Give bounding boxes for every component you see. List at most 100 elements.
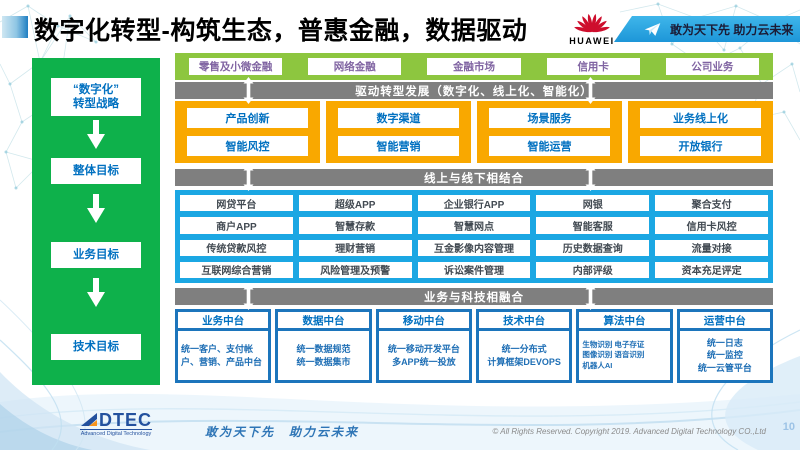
sidebar-item-strategy: “数字化” 转型战略 xyxy=(51,78,141,116)
up-down-arrow-icon xyxy=(585,283,596,310)
platform-body: 统一移动开发平台 多APP统一投放 xyxy=(378,331,469,380)
platform-body-line: 统一客户、支付帐户、营销、产品中台 xyxy=(181,344,263,367)
page-number: 10 xyxy=(782,421,795,433)
business-line-box: 公司业务 xyxy=(665,58,759,75)
application-box: 智慧存款 xyxy=(298,217,412,234)
huawei-logo: HUAWEI xyxy=(564,3,620,46)
platform-body: 统一分布式 计算框架DEVOPS xyxy=(479,331,570,380)
platform-column-mobile: 移动中台 统一移动开发平台 多APP统一投放 xyxy=(375,309,472,383)
capability-box: 智能营销 xyxy=(338,136,459,156)
platform-title: 数据中台 xyxy=(278,312,369,328)
business-line-box: 信用卡 xyxy=(546,58,640,75)
application-box: 网银 xyxy=(536,195,650,212)
banner-slogan: 敢为天下先 助力云未来 xyxy=(670,22,794,37)
capability-box: 数字渠道 xyxy=(338,108,459,128)
capability-column: 产品创新 智能风控 xyxy=(175,101,320,163)
platform-title: 运营中台 xyxy=(679,312,770,328)
diagram-main: 零售及小微金融 网络金融 金融市场 信用卡 公司业务 驱动转型发展（数字化、线上… xyxy=(175,53,773,383)
capability-box: 业务线上化 xyxy=(640,108,761,128)
paper-plane-icon xyxy=(644,22,661,36)
capability-box: 智能风控 xyxy=(187,136,308,156)
platform-body-line: 统一日志 xyxy=(706,338,743,349)
application-box: 内部评级 xyxy=(536,261,650,278)
application-box: 流量对接 xyxy=(655,239,768,256)
sidebar-item-business-goal: 业务目标 xyxy=(51,242,141,268)
platform-body-line: 统一数据规范 xyxy=(296,344,351,355)
dtec-logo: DTEC Advanced Digital Technology xyxy=(80,410,152,437)
capability-box: 产品创新 xyxy=(187,108,308,128)
bar-drive-transformation: 驱动转型发展（数字化、线上化、智能化） xyxy=(175,77,773,104)
bar-label: 业务与科技相融合 xyxy=(424,291,524,304)
capability-column: 场景服务 智能运营 xyxy=(477,101,622,163)
huawei-wordmark: HUAWEI xyxy=(569,36,615,46)
application-box: 风险管理及预警 xyxy=(298,261,412,278)
platform-body-line: 统一监控 xyxy=(706,350,743,361)
application-box: 商户APP xyxy=(180,217,293,234)
application-box: 企业银行APP xyxy=(417,195,531,212)
up-down-arrow-icon xyxy=(243,77,254,104)
application-box: 传统贷款风控 xyxy=(180,239,293,256)
capability-box: 开放银行 xyxy=(640,136,761,156)
application-box: 理财营销 xyxy=(298,239,412,256)
up-down-arrow-icon xyxy=(243,283,254,310)
platform-body-line: 统一数据集市 xyxy=(296,356,351,367)
platform-body-line: 统一移动开发平台 xyxy=(387,344,460,355)
strategy-sidebar: “数字化” 转型战略 整体目标 业务目标 技术目标 xyxy=(32,58,160,385)
sidebar-item-tech-goal: 技术目标 xyxy=(51,334,141,360)
application-box: 诉讼案件管理 xyxy=(417,261,531,278)
platform-column-algorithm: 算法中台 生物识别 电子存证 图像识别 语音识别 机器人AI xyxy=(576,309,673,383)
down-arrow-icon xyxy=(87,120,105,149)
capability-box: 智能运营 xyxy=(489,136,610,156)
up-down-arrow-icon xyxy=(585,164,596,191)
down-arrow-icon xyxy=(87,194,105,223)
sidebar-item-strategy-line2: 转型战略 xyxy=(73,98,119,110)
application-box: 超级APP xyxy=(298,195,412,212)
business-line-box: 网络金融 xyxy=(308,58,402,75)
sidebar-item-label: 整体目标 xyxy=(73,165,119,177)
platform-title: 移动中台 xyxy=(378,312,469,328)
dtec-wordmark: DTEC xyxy=(99,410,152,430)
down-arrow-icon xyxy=(87,278,105,307)
bar-business-tech: 业务与科技相融合 xyxy=(175,283,773,310)
platform-title: 业务中台 xyxy=(178,312,269,328)
up-down-arrow-icon xyxy=(243,164,254,191)
platform-title: 算法中台 xyxy=(579,312,670,328)
platform-body: 统一客户、支付帐户、营销、产品中台 xyxy=(178,331,269,380)
business-line-box: 零售及小微金融 xyxy=(189,58,283,75)
up-down-arrow-icon xyxy=(585,77,596,104)
title-decoration xyxy=(2,16,28,38)
dtec-subtext: Advanced Digital Technology xyxy=(80,429,152,437)
platform-body-line: 图像识别 语音识别 xyxy=(582,350,645,360)
business-line-box: 金融市场 xyxy=(427,58,521,75)
sidebar-item-overall-goal: 整体目标 xyxy=(51,158,141,184)
application-box: 互金影像内容管理 xyxy=(417,239,531,256)
bar-label: 线上与线下相结合 xyxy=(424,172,524,185)
middle-platform-band: 业务中台 统一客户、支付帐户、营销、产品中台 数据中台 统一数据规范 统一数据集… xyxy=(175,309,773,383)
platform-body: 统一日志 统一监控 统一云管平台 xyxy=(679,331,770,380)
huawei-flower-icon xyxy=(574,13,610,33)
platform-body-line: 多APP统一投放 xyxy=(392,356,456,367)
platform-column-tech: 技术中台 统一分布式 计算框架DEVOPS xyxy=(476,309,573,383)
page-title: 数字化转型-构筑生态，普惠金融，数据驱动 xyxy=(34,17,528,45)
sidebar-item-label: 技术目标 xyxy=(73,341,119,353)
capability-column: 业务线上化 开放银行 xyxy=(628,101,773,163)
platform-column-operation: 运营中台 统一日志 统一监控 统一云管平台 xyxy=(676,309,773,383)
footer-slogan: 敢为天下先 助力云未来 xyxy=(205,425,360,439)
application-box: 信用卡风控 xyxy=(655,217,768,234)
sidebar-item-label: 业务目标 xyxy=(73,249,119,261)
platform-body: 统一数据规范 统一数据集市 xyxy=(278,331,369,380)
platform-body-line: 机器人AI xyxy=(582,360,613,370)
copyright-text: © All Rights Reserved. Copyright 2019. A… xyxy=(492,427,766,436)
capability-box: 场景服务 xyxy=(489,108,610,128)
application-box: 资本充足评定 xyxy=(655,261,768,278)
platform-body-line: 生物识别 电子存证 xyxy=(582,339,645,349)
application-box: 聚合支付 xyxy=(655,195,768,212)
application-box: 互联网综合营销 xyxy=(180,261,293,278)
platform-body-line: 统一云管平台 xyxy=(697,362,752,373)
application-box: 网贷平台 xyxy=(180,195,293,212)
capability-band: 产品创新 智能风控 数字渠道 智能营销 场景服务 智能运营 业务线上化 开放银行 xyxy=(175,101,773,163)
application-box: 智能客服 xyxy=(536,217,650,234)
platform-column-data: 数据中台 统一数据规范 统一数据集市 xyxy=(275,309,372,383)
platform-title: 技术中台 xyxy=(479,312,570,328)
